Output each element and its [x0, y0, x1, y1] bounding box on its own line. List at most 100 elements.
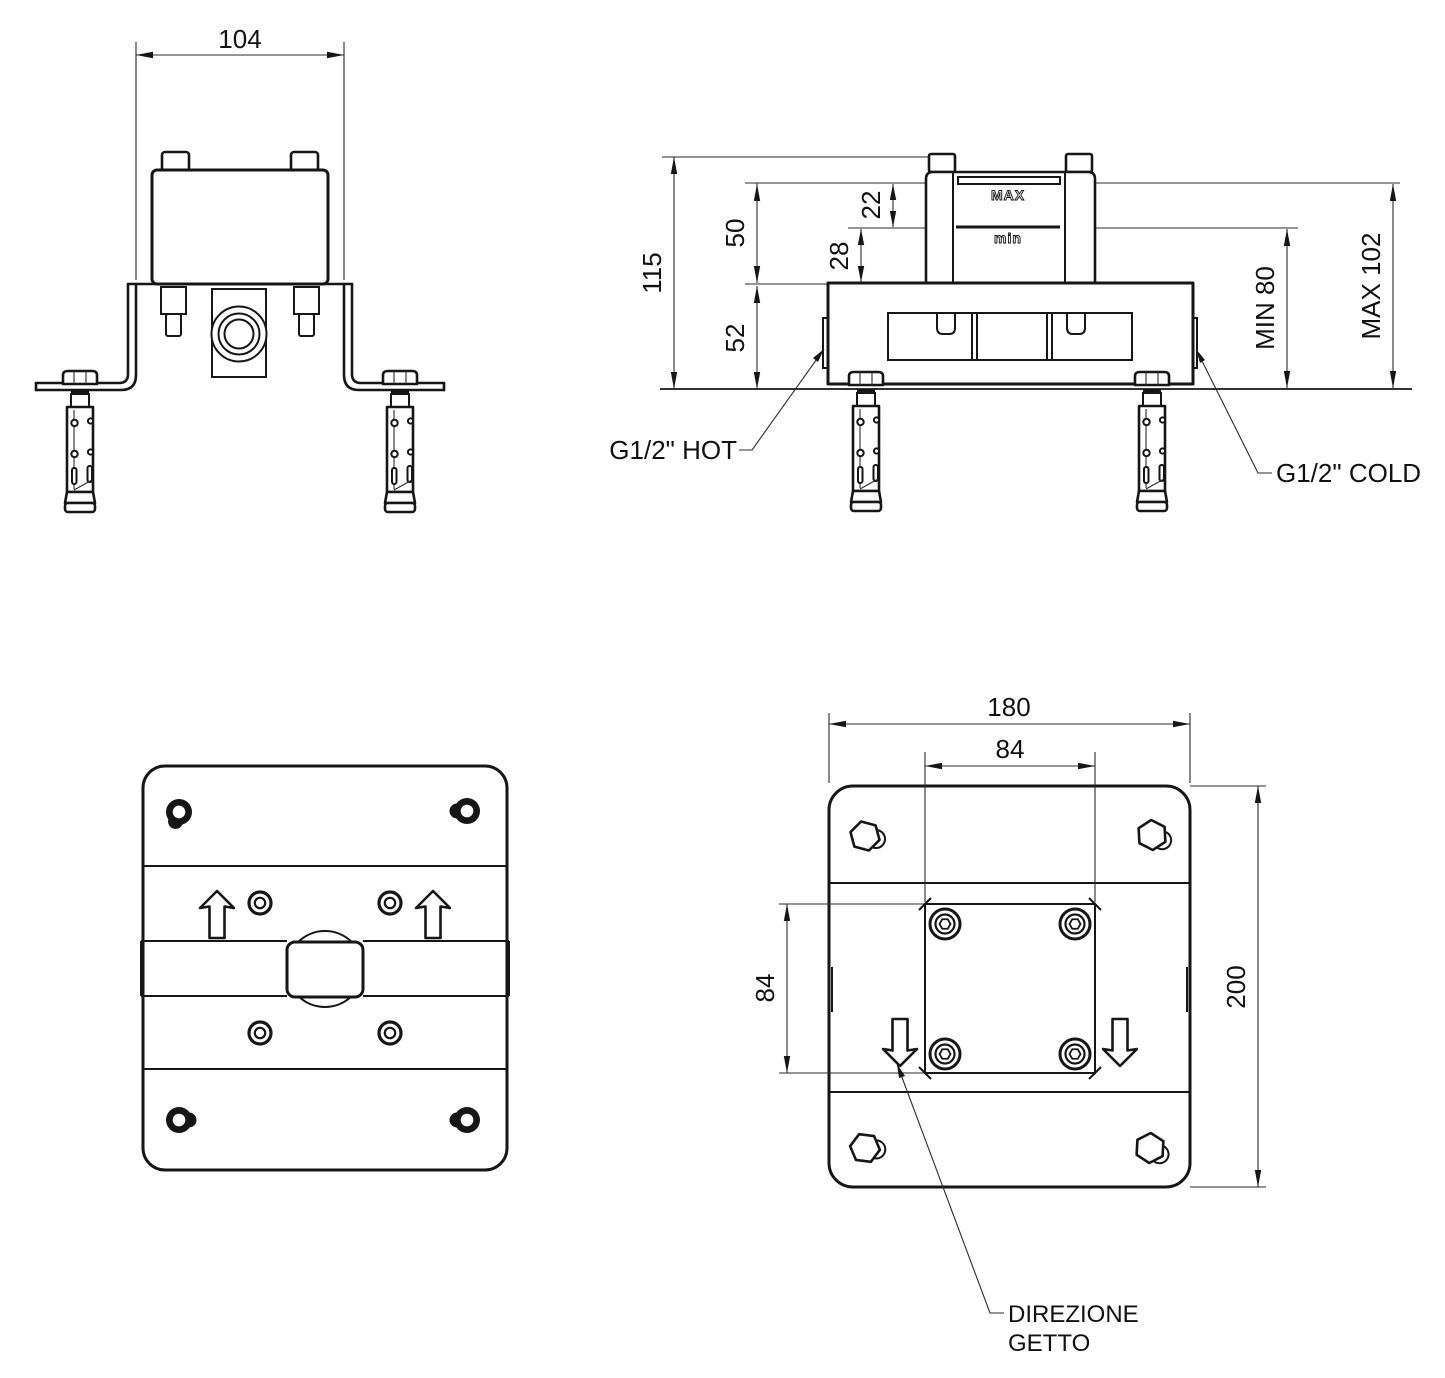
housing-face [887, 312, 1133, 361]
center-strip [140, 940, 510, 997]
outlet-boss [210, 288, 268, 378]
dim-115: 115 [637, 157, 678, 389]
spout-box [285, 940, 365, 999]
leader-arrow [897, 1064, 905, 1078]
mounting-square [918, 897, 1102, 1080]
dim-label-52: 52 [720, 324, 750, 353]
leader-line [739, 348, 825, 451]
dim-arrow [753, 184, 761, 201]
dim-arrow [753, 266, 761, 283]
dim-arrow [857, 229, 865, 245]
dim-label-22: 22 [856, 191, 886, 220]
label-cold: G1/2" COLD [1276, 458, 1421, 488]
dim-arrow [1078, 762, 1095, 770]
leader-jet-direction: DIREZIONE GETTO [896, 1063, 1139, 1357]
dim-min-80: MIN 80 [1250, 229, 1291, 388]
valve-bottom-nipple-right-tip [298, 313, 315, 337]
stem-nipple-right [1064, 152, 1094, 174]
view-back-plate: 180 84 84 200 [750, 692, 1266, 1357]
mounting-square-outline [924, 903, 1096, 1074]
dim-180: 180 [828, 692, 1191, 783]
dim-arrow [670, 157, 678, 174]
dim-84-left: 84 [750, 903, 925, 1074]
wall-anchor-left [849, 391, 883, 513]
corner-tick [1088, 1066, 1102, 1080]
leader-arrow [813, 349, 824, 362]
valve-body [150, 168, 330, 286]
fixing-hole [247, 890, 273, 916]
dim-arrow [829, 720, 846, 728]
valve-bottom-nipple-right [293, 286, 320, 315]
dim-arrow [1254, 1170, 1262, 1187]
dim-arrow [1173, 720, 1190, 728]
wall-anchor-right [383, 392, 417, 514]
outlet-port-bore [223, 318, 255, 350]
dim-front-width: 104 [135, 24, 345, 280]
bracket-edge [34, 282, 138, 392]
fixing-hole [377, 890, 403, 916]
valve-stem: MAX min [924, 152, 1097, 286]
dim-arrow [1389, 371, 1397, 388]
dim-arrow [1283, 371, 1291, 388]
view-front-valve: 104 [34, 24, 446, 514]
valve-bottom-nipple-left [160, 286, 187, 315]
leader-hot: G1/2" HOT [609, 348, 825, 465]
dim-label-84-top: 84 [996, 734, 1025, 764]
label-jet-direction-line1: DIREZIONE [1008, 1301, 1139, 1328]
bolt-head-left [61, 369, 99, 386]
corner-tick [918, 897, 932, 911]
bracket-edge [34, 282, 130, 385]
bolt-nut-right [391, 390, 409, 395]
square-screw [928, 1037, 962, 1071]
dim-label-200: 200 [1221, 965, 1251, 1008]
dim-200: 200 [1190, 785, 1266, 1188]
dim-label-84-left: 84 [750, 974, 780, 1003]
dim-label-104: 104 [218, 24, 261, 54]
wall-anchor-left [63, 392, 97, 514]
dim-label-max102: MAX 102 [1356, 233, 1386, 340]
bolt-head-right [381, 369, 419, 386]
leader-arrow [1196, 349, 1205, 363]
dim-label-28: 28 [824, 242, 854, 271]
dim-84-top: 84 [924, 734, 1096, 902]
dim-arrow [857, 266, 865, 282]
leader-line [896, 1063, 1004, 1314]
dim-arrow [753, 286, 761, 303]
dim-arrow [327, 51, 344, 59]
dim-arrow [889, 184, 897, 200]
dim-arrow [753, 372, 761, 389]
dim-arrow [670, 372, 678, 389]
dim-arrow [783, 1056, 791, 1073]
dim-label-50: 50 [720, 219, 750, 248]
stem-marking-max: MAX [991, 187, 1025, 203]
dim-22: 22 [856, 184, 897, 227]
stem-max-band [957, 176, 1061, 185]
dim-arrow [1254, 786, 1262, 803]
housing-notch [1066, 313, 1086, 335]
dim-label-180: 180 [987, 692, 1030, 722]
dim-arrow [783, 904, 791, 921]
bracket-edge [342, 282, 446, 392]
valve-bottom-nipple-left-tip [165, 313, 182, 337]
label-jet-direction-line2: GETTO [1008, 1330, 1090, 1357]
bolt-nut-left [71, 390, 89, 395]
square-screw [1058, 1037, 1092, 1071]
dim-50: 50 [720, 183, 761, 283]
corner-tick [1088, 897, 1102, 911]
bolt-head-left [847, 370, 885, 387]
view-front-plate [140, 764, 510, 1172]
dim-max-102: MAX 102 [1356, 184, 1397, 388]
leader-line [1195, 348, 1272, 474]
stem-nipple-left [927, 152, 957, 174]
corner-tick [918, 1066, 932, 1080]
square-screw [1058, 907, 1092, 941]
dim-arrow [889, 211, 897, 227]
valve-housing [822, 281, 1198, 386]
housing-notch [936, 313, 956, 335]
back-plate [827, 784, 1192, 1189]
label-hot: G1/2" HOT [609, 435, 737, 465]
wall-anchor-right [1135, 391, 1169, 513]
bracket-edge [350, 282, 446, 385]
